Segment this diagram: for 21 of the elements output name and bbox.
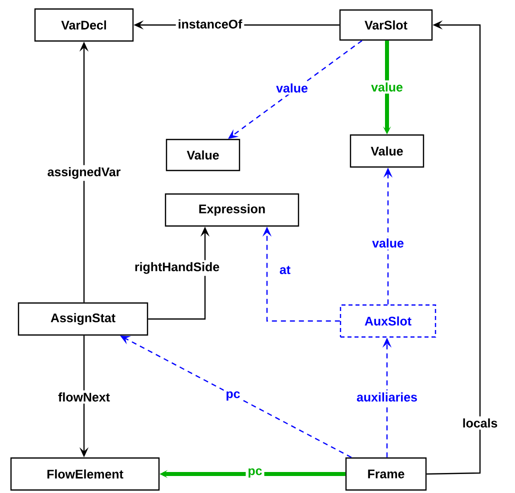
class-box: FlowElement	[10, 457, 160, 491]
class-box: AuxSlot	[340, 304, 436, 338]
class-box: VarDecl	[34, 8, 134, 42]
edge-label: flowNext	[56, 390, 112, 404]
edge-label: instanceOf	[176, 17, 244, 31]
edge-label: at	[277, 264, 293, 276]
edge-label: value	[369, 80, 405, 94]
edge-label: value	[274, 81, 310, 95]
class-box: Frame	[345, 457, 427, 491]
class-box: AssignStat	[18, 302, 148, 336]
class-box: Value	[350, 134, 424, 168]
class-box: Value	[166, 138, 240, 172]
edge-label: rightHandSide	[132, 260, 222, 276]
edge-label: value	[370, 236, 406, 250]
edge-label: auxiliaries	[354, 390, 420, 404]
edge-label: pc	[224, 389, 242, 403]
edge-label: pc	[246, 466, 264, 480]
class-box: VarSlot	[339, 9, 433, 41]
edge-label: locals	[460, 416, 500, 430]
edge-label: assignedVar	[45, 165, 123, 181]
class-box: Expression	[164, 193, 300, 227]
